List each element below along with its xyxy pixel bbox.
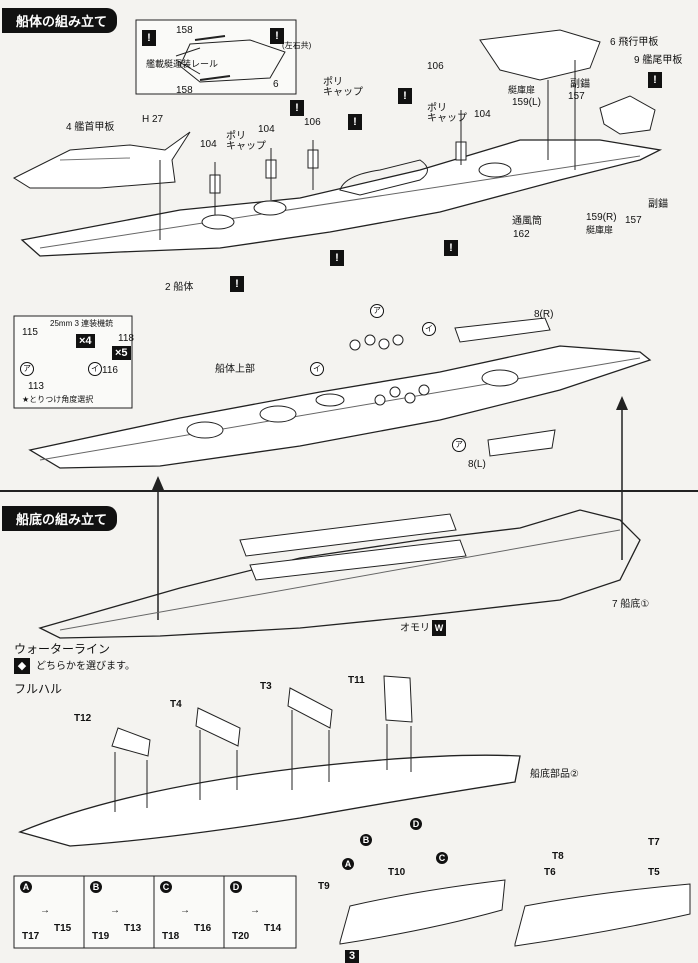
part-label: 艇庫扉: [508, 85, 536, 95]
cement-icon: !: [270, 28, 284, 44]
part-label: T4: [170, 699, 182, 710]
note: どちらかを選びます。: [36, 661, 135, 672]
legend-to: T13: [124, 923, 142, 934]
legend-from: T18: [162, 931, 180, 942]
part-label: ポリ キャップ: [323, 77, 363, 98]
part-label: T6: [544, 867, 556, 878]
legend-key: A: [20, 881, 32, 893]
part-label: 船底部品②: [530, 769, 579, 780]
inset-title: 25mm 3 連装機銃: [50, 319, 114, 328]
marker-a: ア: [370, 304, 384, 318]
legend-to: T14: [264, 923, 282, 934]
part-label: T11: [348, 675, 365, 686]
marker-a: ア: [452, 438, 466, 452]
part-label: 157: [568, 91, 585, 102]
part-label: 162: [513, 229, 530, 240]
part-label: T10: [388, 867, 406, 878]
part-label: 104: [200, 139, 217, 150]
part-label: T8: [552, 851, 564, 862]
marker-C: C: [436, 852, 448, 864]
part-label: 副錨: [570, 79, 590, 90]
legend-key: C: [160, 881, 172, 893]
part-label: 6 飛行甲板: [610, 37, 659, 48]
cement-icon: !: [348, 114, 362, 130]
choose-icon: ◆: [14, 658, 30, 674]
part-label: 106: [304, 117, 321, 128]
part-label: 113: [28, 381, 44, 392]
legend-key: B: [90, 881, 102, 893]
arrow-icon: →: [110, 905, 120, 916]
arrow-icon: →: [250, 905, 260, 916]
part-label: 159(R): [586, 212, 617, 223]
part-label: 8(R): [534, 309, 554, 320]
part-label: 2 船体: [165, 282, 194, 293]
legend-key: D: [230, 881, 242, 893]
part-label: 158: [176, 25, 193, 36]
legend-to: T15: [54, 923, 72, 934]
part-label: 157: [625, 215, 642, 226]
cement-icon: !: [330, 250, 344, 266]
option-fullhull: フルハル: [14, 682, 63, 696]
legend-from: T17: [22, 931, 40, 942]
part-label: 船体上部: [215, 364, 255, 375]
part-label: 115: [22, 327, 38, 338]
option-waterline: ウォーターライン: [14, 642, 111, 656]
part-label: H 27: [142, 114, 164, 125]
part-label: T3: [260, 681, 272, 692]
weight-icon: W: [432, 620, 446, 636]
section-divider: [0, 490, 698, 492]
legend-from: T20: [232, 931, 250, 942]
multiplier-badge: ×4: [76, 334, 95, 348]
part-label: T5: [648, 867, 660, 878]
cement-icon: !: [290, 100, 304, 116]
part-label: ポリ キャップ: [427, 103, 467, 124]
part-label: 104: [258, 124, 275, 135]
part-label: 艦載艇運装レール: [146, 59, 219, 69]
marker-i: イ: [422, 322, 436, 336]
part-label: 9 艦尾甲板: [634, 55, 683, 66]
part-label: T7: [648, 837, 660, 848]
part-label: T9: [318, 881, 330, 892]
marker-A: A: [342, 858, 354, 870]
part-label: 116: [102, 365, 118, 376]
part-label: 118: [118, 333, 134, 344]
part-label: 艇庫扉: [586, 225, 614, 235]
multiplier-badge: ×5: [112, 346, 131, 360]
marker-B: B: [360, 834, 372, 846]
legend-to: T16: [194, 923, 212, 934]
cement-icon: !: [648, 72, 662, 88]
part-label: 7 船底①: [612, 599, 650, 610]
arrow-icon: →: [40, 905, 50, 916]
legend-from: T19: [92, 931, 110, 942]
section-title-bottom: 船底の組み立て: [2, 506, 118, 531]
part-label: 副錨: [648, 199, 668, 210]
part-label: 6: [273, 79, 279, 90]
part-label: (左右共): [282, 41, 312, 50]
page-number: 3: [345, 950, 360, 963]
part-label: 158: [176, 85, 193, 96]
part-label: 通風筒: [512, 216, 542, 227]
cement-icon: !: [142, 30, 156, 46]
part-label: 4 艦首甲板: [66, 122, 115, 133]
cement-icon: !: [230, 276, 244, 292]
part-label: ポリ キャップ: [226, 131, 266, 152]
part-label: オモリ: [400, 623, 430, 634]
cement-icon: !: [444, 240, 458, 256]
note: ★とりつけ角度選択: [22, 395, 94, 404]
cement-icon: !: [398, 88, 412, 104]
arrow-icon: →: [180, 905, 190, 916]
part-label: 159(L): [512, 97, 541, 108]
part-label: T12: [74, 713, 92, 724]
marker-a: ア: [20, 362, 34, 376]
section-title-hull: 船体の組み立て: [2, 8, 118, 33]
part-label: 104: [474, 109, 491, 120]
marker-i: イ: [88, 362, 102, 376]
part-label: 106: [427, 61, 444, 72]
part-label: 8(L): [468, 459, 486, 470]
marker-D: D: [410, 818, 422, 830]
marker-i: イ: [310, 362, 324, 376]
